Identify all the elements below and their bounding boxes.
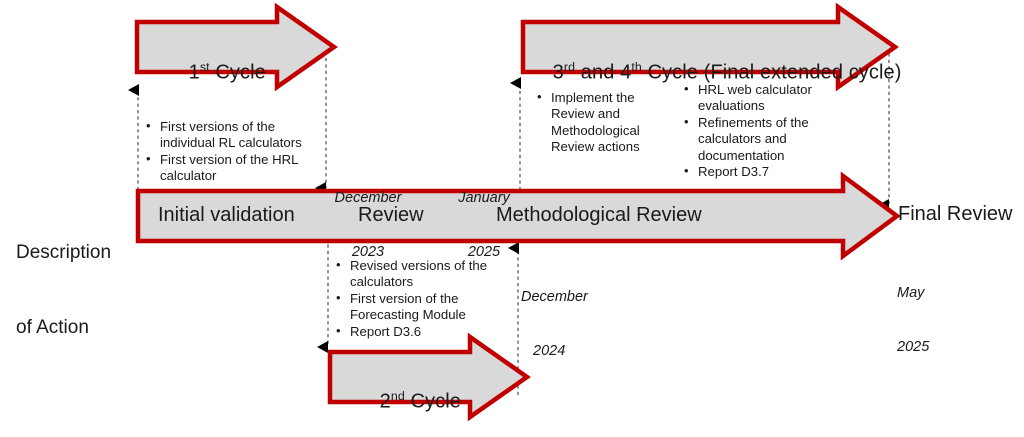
cycle-1-arrow-shape	[134, 2, 338, 92]
cycle-1-label-ordinal: st	[199, 60, 210, 74]
bullet-line: Report D3.7	[698, 164, 770, 180]
bullets-cycle-3-4-right: HRL web calculator evaluations Refinemen…	[682, 81, 842, 180]
cycle-3-label-ordinal: rd	[563, 60, 576, 74]
date-december-2023: December 2023	[331, 153, 405, 297]
cycle-4-label-ordinal: th	[631, 60, 642, 74]
cycle-1-label-number: 1	[188, 61, 200, 84]
bullet-item: Implement the Review and Methodological …	[535, 89, 675, 156]
bullet-item: First version of the HRL calculator	[144, 151, 324, 185]
axis-title-line1: Description	[16, 242, 112, 263]
bullets-cycle-2: Revised versions of the calculators Firs…	[334, 257, 514, 340]
bullet-line: Revised versions of the	[350, 258, 488, 273]
date-december-2024-line1: December	[521, 289, 588, 305]
bullets-cycle-1: First versions of the individual RL calc…	[144, 118, 324, 185]
cycle-3-4-arrow-shape	[520, 2, 899, 92]
cycle-3-4-label: 3rd and 4th Cycle (Final extended cycle)	[530, 37, 902, 108]
cycle-1-label-text: Cycle	[209, 61, 266, 84]
date-january-2025: January 2025	[450, 153, 518, 297]
stage-methodological-review-label: Methodological Review	[496, 204, 702, 226]
bullet-item: First version of the Forecasting Module	[334, 290, 514, 324]
bullet-line: Report D3.6	[350, 323, 422, 339]
bullet-item: First versions of the individual RL calc…	[144, 118, 324, 152]
date-december-2024: December 2024	[521, 252, 601, 396]
bullet-line: Refinements of the	[698, 114, 809, 130]
bullet-line: Implement the	[551, 90, 635, 105]
cycle-2-label-text: Cycle	[404, 390, 462, 413]
date-january-2025-line1: January	[458, 190, 510, 206]
date-may-2025-line1: May	[897, 285, 925, 301]
date-december-2023-line2: 2023	[351, 244, 385, 260]
bullet-line: Review actions	[551, 139, 640, 155]
bullet-line: Review and	[551, 106, 620, 122]
bullet-item: Refinements of the calculators and docum…	[682, 114, 842, 164]
bullet-line: calculator	[160, 168, 217, 184]
bullet-item: Report D3.7	[682, 163, 842, 180]
main-timeline-arrow-shape	[135, 171, 901, 261]
timeline-end-label: Final Review	[898, 203, 1013, 225]
date-may-2025: May 2025	[897, 248, 957, 392]
cycle-3-4-label-mid: and 4	[575, 61, 632, 84]
bullet-line: Methodological	[551, 122, 640, 138]
cycle-1-label: 1st Cycle	[166, 37, 266, 108]
bullet-line: documentation	[698, 147, 785, 163]
bullet-line: HRL web calculator	[698, 82, 812, 97]
bullet-line: calculators	[350, 274, 414, 290]
bullet-line: individual RL calculators	[160, 135, 302, 151]
bullet-line: evaluations	[698, 98, 765, 114]
cycle-2-arrow-shape	[327, 332, 531, 422]
stage-review-label: Review	[358, 204, 424, 226]
cycle-2-label-number: 2	[379, 390, 391, 413]
axis-title-line2: of Action	[16, 317, 89, 338]
connector-lines	[128, 47, 890, 395]
bullet-item: Report D3.6	[334, 323, 514, 340]
bullet-line: Forecasting Module	[350, 307, 466, 323]
date-december-2024-line2: 2024	[533, 343, 566, 359]
cycle-3-label-number: 3	[552, 61, 564, 84]
bullet-line: First versions of the	[160, 119, 276, 134]
axis-title: Description of Action	[16, 190, 136, 390]
bullet-item: HRL web calculator evaluations	[682, 81, 842, 115]
date-december-2023-line1: December	[334, 190, 402, 206]
cycle-3-4-label-text: Cycle (Final extended cycle)	[641, 61, 902, 84]
bullet-line: calculators and	[698, 131, 787, 147]
cycle-2-label-ordinal: nd	[390, 389, 405, 403]
cycle-2-label: 2nd Cycle	[357, 366, 461, 437]
timeline-diagram: Description of Action 1st Cycle 3rd and …	[0, 0, 1024, 425]
stage-initial-validation-label: Initial validation	[158, 204, 295, 226]
bullets-cycle-3-4-left: Implement the Review and Methodological …	[535, 89, 675, 156]
bullet-line: First version of the HRL	[160, 151, 299, 167]
date-january-2025-line2: 2025	[467, 244, 501, 260]
diagram-shapes-layer	[128, 2, 901, 422]
date-may-2025-line2: 2025	[897, 339, 930, 355]
bullet-item: Revised versions of the calculators	[334, 257, 514, 291]
bullet-line: First version of the	[350, 290, 459, 306]
